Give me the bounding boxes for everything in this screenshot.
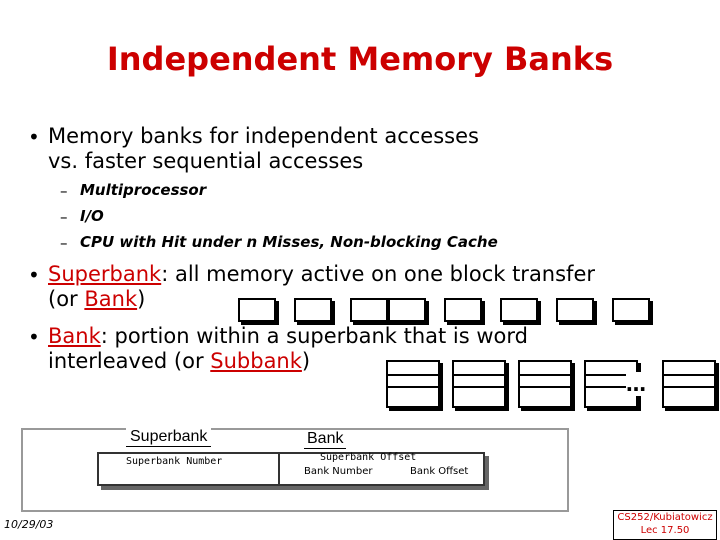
bank-term: Bank: [48, 324, 101, 348]
superbank-block: [350, 298, 388, 322]
superbank-label: Superbank: [126, 428, 212, 447]
bullet-2-text: : all memory active on one block transfe…: [161, 262, 596, 286]
bullet-3-prefix: interleaved (or: [48, 349, 211, 373]
address-bar: [97, 452, 485, 486]
dash: –: [60, 208, 68, 226]
superbank-term: Superbank: [48, 262, 162, 286]
superbank-block: [294, 298, 332, 322]
bullet-2-prefix: (or: [48, 287, 85, 311]
superbank-block: [556, 298, 594, 322]
bank-block: [518, 360, 572, 408]
bullet-1: Memory banks for independent accesses vs…: [48, 124, 479, 174]
bullet-1-line1: Memory banks for independent accesses: [48, 124, 479, 148]
superbank-block: [612, 298, 650, 322]
bank-offset: Bank Offset: [410, 466, 469, 477]
bullet-dot: •: [28, 125, 40, 149]
bullet-dot: •: [28, 325, 40, 349]
bank-block: [662, 360, 716, 408]
superbank-block: [444, 298, 482, 322]
bullet-3-suffix: ): [301, 349, 311, 373]
bullet-3-text: : portion within a superbank that is wor…: [100, 324, 528, 348]
bullet-1-line2: vs. faster sequential accesses: [48, 149, 364, 173]
superbank-block: [238, 298, 276, 322]
superbank-offset: Superbank Offset: [320, 452, 417, 463]
superbank-block: [500, 298, 538, 322]
sub-list: Multiprocessor I/O CPU with Hit under n …: [80, 177, 498, 255]
subbank-term: Subbank: [210, 349, 302, 373]
slide-title: Independent Memory Banks: [106, 40, 614, 78]
sub-item: CPU with Hit under n Misses, Non-blockin…: [80, 233, 498, 251]
dash: –: [60, 234, 68, 252]
superbank-number: Superbank Number: [126, 456, 223, 467]
ellipsis: …: [626, 372, 646, 396]
course-name: CS252/Kubiatowicz: [617, 512, 713, 523]
course-box: CS252/Kubiatowicz Lec 17.50: [613, 510, 717, 540]
bank-block: [386, 360, 440, 408]
sub-item: Multiprocessor: [80, 181, 207, 199]
bullet-dot: •: [28, 263, 40, 287]
bank-term: Bank: [84, 287, 138, 311]
bank-number: Bank Number: [304, 466, 373, 477]
bank-label: Bank: [304, 430, 347, 449]
bullet-3: Bank: portion within a superbank that is…: [48, 324, 528, 374]
dash: –: [60, 182, 68, 200]
bullet-2: Superbank: all memory active on one bloc…: [48, 262, 595, 312]
lecture-number: Lec 17.50: [640, 525, 690, 536]
bullet-2-suffix: ): [137, 287, 146, 311]
slide-date: 10/29/03: [4, 518, 54, 531]
address-divider: [278, 452, 280, 486]
superbank-block: [388, 298, 426, 322]
bank-block: [452, 360, 506, 408]
sub-item: I/O: [80, 207, 104, 225]
